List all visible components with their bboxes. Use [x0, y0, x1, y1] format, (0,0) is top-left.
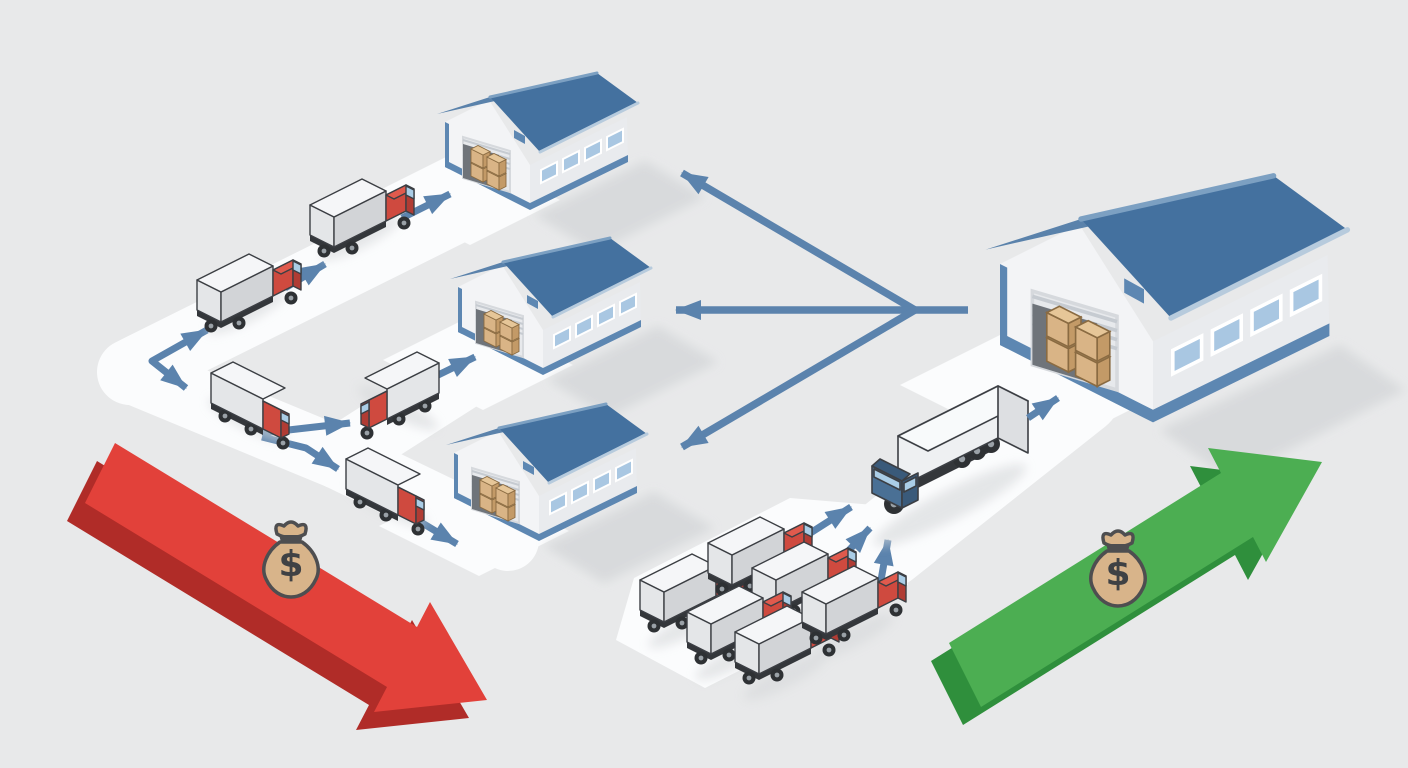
distribution-fan-arrows: [675, 169, 968, 451]
apron-large-warehouse: [900, 320, 1170, 455]
route-arrow-into-warehouse-1: [400, 190, 452, 222]
fan-arrow-to-warehouse-3: [680, 306, 917, 451]
apron-warehouse-1: [370, 150, 560, 245]
ground-shadows: [535, 161, 1405, 583]
route-arrow-split-start: [148, 326, 209, 391]
apron-warehouse-3: [379, 481, 569, 576]
arrow-into-large-warehouse: [1026, 395, 1060, 421]
apron-warehouse-2: [383, 315, 573, 410]
money-bag-left: $: [262, 520, 320, 599]
money-bag-right: $: [1089, 529, 1147, 608]
dollar-sign-right: $: [1105, 553, 1130, 594]
staging-arrow-3: [873, 539, 894, 587]
fan-arrow-to-warehouse-1: [680, 169, 917, 314]
dollar-sign-left: $: [278, 544, 303, 585]
